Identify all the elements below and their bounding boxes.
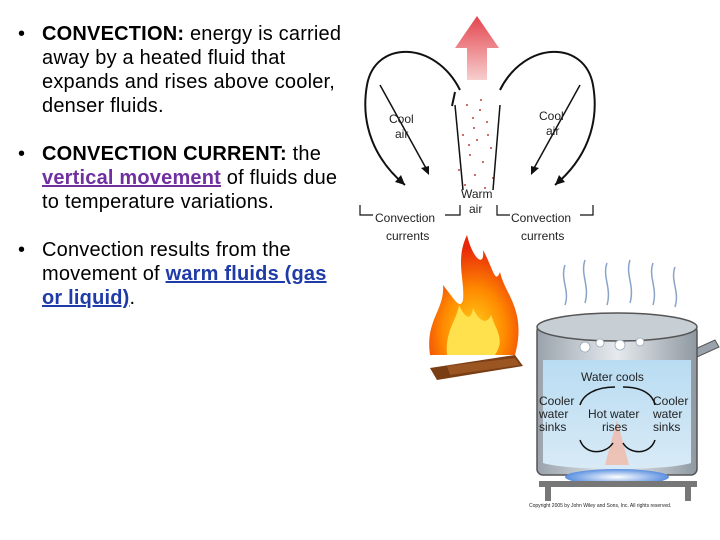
bullet-dot: • (18, 143, 26, 165)
flame-outer (429, 235, 519, 355)
cooler-water-left-2: water (538, 407, 568, 421)
convection-currents-left-label-2: currents (386, 229, 429, 243)
bullet-convection-results: • Convection results from the movement o… (18, 238, 348, 310)
results-post: . (129, 287, 136, 309)
convection-currents-right-label: Convection (511, 211, 571, 225)
results-pre: Convection results from the movement of (42, 239, 291, 285)
hot-water-label: Hot water (588, 407, 639, 421)
copyright-text: Copyright 2005 by John Wiley and Sons, I… (529, 503, 671, 509)
definition-post: of fluids due to temperature variations. (42, 167, 338, 213)
term-convection: CONVECTION: (42, 23, 185, 45)
stove-grate (539, 481, 697, 487)
bullet-list: • CONVECTION: energy is carried away by … (18, 22, 348, 334)
definition-convection: energy is carried away by a heated fluid… (42, 23, 342, 117)
bullet-dot: • (18, 239, 26, 261)
cooler-water-right-2: water (652, 407, 682, 421)
steam-lines (562, 259, 678, 308)
cool-air-left-label-2: air (395, 127, 408, 141)
bullet-convection-current: • CONVECTION CURRENT: the vertical movem… (18, 142, 348, 214)
flame-inner (446, 305, 500, 355)
warm-air-label: Warm (461, 187, 493, 201)
bubbles (579, 337, 645, 353)
boiling-pot-diagram: Water cools Cooler water sinks Hot water… (529, 259, 720, 509)
cool-air-right-label-2: air (546, 124, 559, 138)
convection-currents-left-label: Convection (375, 211, 435, 225)
highlight-warm-fluids: warm fluids (gas or liquid) (42, 263, 327, 309)
cooler-water-left-1: Cooler (539, 394, 574, 408)
term-convection-current: CONVECTION CURRENT: (42, 143, 287, 165)
hot-water-label-2: rises (602, 420, 627, 434)
warm-air-particles (458, 99, 494, 189)
cooler-water-right-1: Cooler (653, 394, 688, 408)
cool-air-right-label: Cool (539, 109, 564, 123)
convection-currents-right-label-2: currents (521, 229, 564, 243)
rising-heat-arrow (455, 16, 499, 80)
warm-air-label-2: air (469, 202, 482, 216)
cooler-water-left-3: sinks (539, 420, 566, 434)
fire-convection-diagram: Cool air Cool air Warm air Convection cu… (359, 16, 596, 380)
cool-air-left-label: Cool (389, 112, 414, 126)
cooler-water-right-3: sinks (653, 420, 680, 434)
left-convection-loop (364, 50, 461, 186)
bullet-dot: • (18, 23, 26, 45)
bullet-convection: • CONVECTION: energy is carried away by … (18, 22, 348, 118)
highlight-vertical-movement: vertical movement (42, 167, 222, 189)
campfire-illustration (429, 235, 523, 380)
right-convection-loop (499, 50, 596, 186)
definition-pre: the (286, 143, 322, 165)
water-cools-label: Water cools (581, 370, 644, 384)
